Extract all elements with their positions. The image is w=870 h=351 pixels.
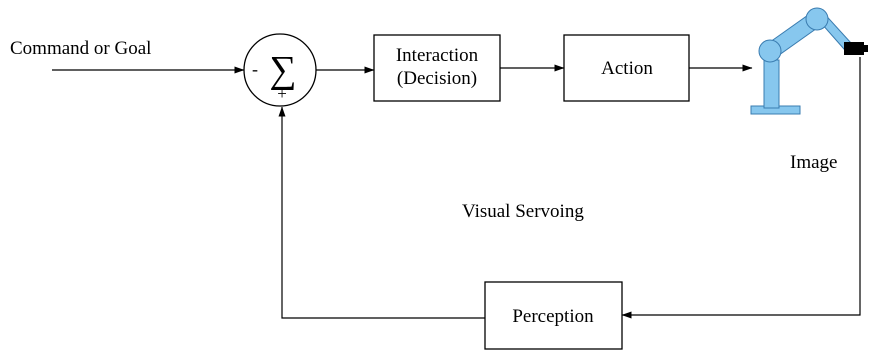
perception-block: Perception <box>484 281 623 350</box>
action-block: Action <box>563 34 690 102</box>
robot-column <box>763 59 780 109</box>
summing-junction: ∑ - + <box>243 33 317 107</box>
action-box <box>563 34 690 102</box>
image-feedback-arrow <box>621 57 861 319</box>
robot-shoulder-joint <box>758 39 782 63</box>
perception-box <box>484 281 623 350</box>
interaction-label: Interaction <box>396 45 479 66</box>
robot-arm-icon <box>750 7 868 115</box>
visual-servoing-label: Visual Servoing <box>462 201 584 222</box>
minus-sign: - <box>252 59 258 79</box>
sigma-symbol: ∑ <box>269 49 296 91</box>
interaction-box <box>373 34 501 102</box>
perception-label: Perception <box>512 306 594 327</box>
action-label: Action <box>601 58 653 79</box>
plus-sign: + <box>277 84 287 103</box>
camera-icon <box>844 42 868 55</box>
robot-elbow-joint <box>805 7 829 31</box>
command-label: Command or Goal <box>10 38 151 59</box>
camera-body <box>844 42 864 55</box>
perception-feedback-arrow <box>278 106 485 319</box>
interaction-block: Interaction (Decision) <box>373 34 501 102</box>
image-label: Image <box>790 152 837 173</box>
camera-lens <box>863 45 868 52</box>
decision-label: (Decision) <box>397 68 477 89</box>
